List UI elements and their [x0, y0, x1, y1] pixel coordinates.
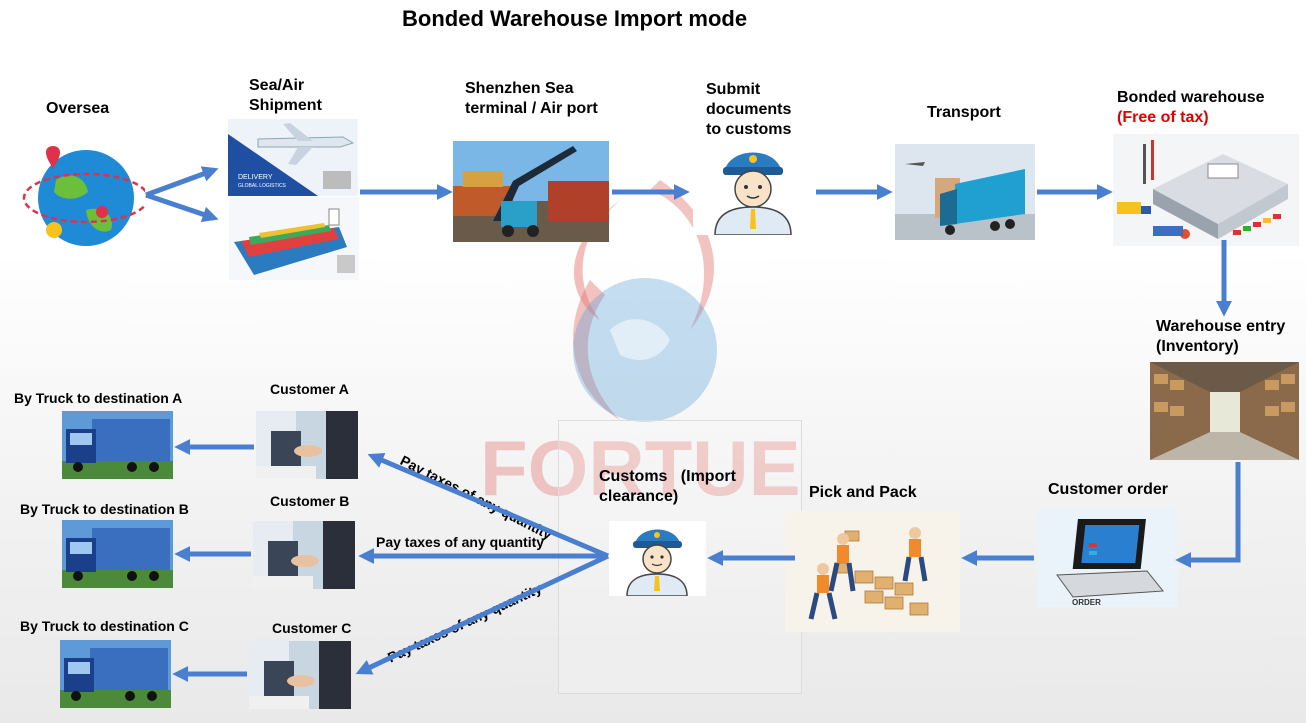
label-oversea: Oversea: [46, 100, 110, 117]
arrow-oversea-to-air: [145, 166, 219, 198]
page-title: Bonded Warehouse Import mode: [402, 6, 748, 31]
global-logistics-text: GLOBAL LOGISTICS: [238, 183, 287, 189]
truck-a-image: [62, 411, 173, 479]
cargo-ship-image: [229, 197, 359, 280]
label-submit-line2: documents: [706, 101, 792, 118]
label-bonded-line2: (Free of tax): [1117, 109, 1209, 126]
truck-c-image: [60, 640, 171, 708]
label-submit-line3: to customs: [706, 121, 792, 138]
label-bonded-line1: Bonded warehouse: [1117, 89, 1265, 106]
label-customer-b: Customer B: [270, 493, 350, 509]
customs-officer-icon-bottom: [609, 521, 706, 596]
label-customs-line1: Customs (Import: [599, 468, 736, 485]
label-pay-taxes-b: Pay taxes of any quantity: [376, 534, 545, 550]
label-sea-air-line1: Sea/Air: [249, 77, 305, 94]
bonded-warehouse-image: [1113, 134, 1299, 246]
arrow-oversea-to-sea: [145, 192, 219, 222]
customs-officer-icon-top: [693, 141, 813, 235]
label-pick-pack: Pick and Pack: [809, 484, 917, 501]
truck-b-image: [62, 520, 173, 588]
customer-b-handshake-image: [253, 521, 355, 589]
label-customer-c: Customer C: [272, 620, 352, 636]
label-bonded: Bonded warehouse (Free of tax): [1117, 88, 1265, 128]
delivery-text: DELIVERY: [238, 174, 273, 181]
label-transport: Transport: [927, 104, 1001, 121]
arrow-entry-to-order: [1175, 462, 1241, 569]
label-customs: Customs (Import clearance): [599, 467, 736, 507]
warehouse-inventory-image: [1150, 362, 1299, 460]
globe-icon: [16, 140, 145, 250]
label-submit-line1: Submit: [706, 81, 761, 98]
label-customer-a: Customer A: [270, 381, 349, 397]
customer-a-handshake-image: [256, 411, 358, 479]
arrow-customs-to-customer-c: [355, 553, 610, 675]
label-terminal: Shenzhen Sea terminal / Air port: [465, 79, 598, 119]
label-warehouse-entry: Warehouse entry (Inventory): [1156, 317, 1285, 357]
port-terminal-image: [453, 141, 609, 242]
label-terminal-line1: Shenzhen Sea: [465, 80, 574, 97]
label-submit: Submit documents to customs: [706, 80, 791, 140]
customer-c-handshake-image: [249, 641, 351, 709]
arrow-customs-to-customer-a: [367, 453, 609, 559]
label-truck-a: By Truck to destination A: [14, 390, 183, 406]
label-sea-air: Sea/Air Shipment: [249, 76, 322, 116]
label-sea-air-line2: Shipment: [249, 97, 322, 114]
label-truck-c: By Truck to destination C: [20, 618, 189, 634]
label-customs-line2: clearance): [599, 488, 679, 505]
airplane-image: DELIVERY GLOBAL LOGISTICS: [228, 119, 358, 196]
label-entry-line1: Warehouse entry: [1156, 318, 1286, 335]
label-customer-order: Customer order: [1048, 481, 1169, 498]
pick-pack-image: [785, 511, 960, 632]
order-text: ORDER: [1072, 598, 1101, 607]
label-truck-b: By Truck to destination B: [20, 501, 189, 517]
transport-truck-image: [895, 144, 1035, 240]
label-entry-line2: (Inventory): [1156, 338, 1239, 355]
label-terminal-line2: terminal / Air port: [465, 100, 598, 117]
customer-order-laptop-image: ORDER: [1037, 509, 1177, 607]
